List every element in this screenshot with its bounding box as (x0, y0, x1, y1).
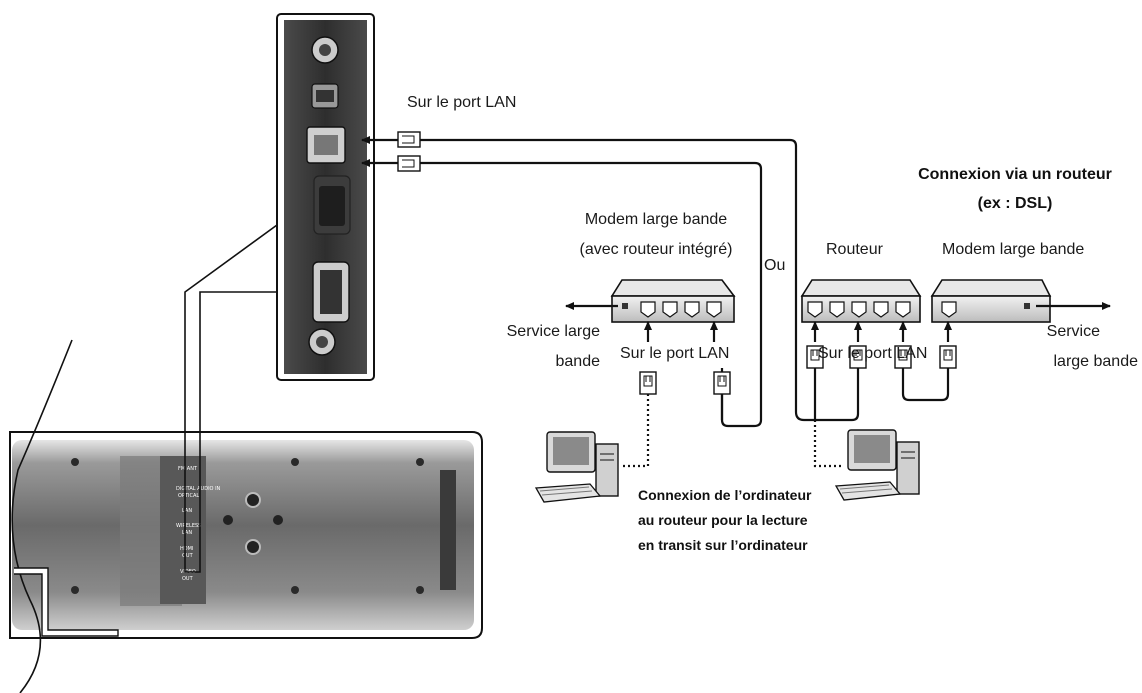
label-modem-router: Modem large bande (585, 211, 727, 228)
modem-router (565, 279, 736, 468)
label-pc-connection-3: en transit sur l’ordinateur (638, 537, 808, 553)
label-router: Routeur (826, 241, 884, 258)
label-service-left-2: bande (556, 353, 601, 370)
label-hdmi: HDMI (180, 546, 193, 552)
label-wireless: WIRELESS (176, 523, 201, 529)
router (800, 279, 922, 342)
label-pc-connection-2: au routeur pour la lecture (638, 512, 808, 528)
label-fm-ant: FM ANT (178, 466, 198, 472)
broadband-modem (930, 279, 1111, 342)
label-or: Ou (764, 257, 785, 274)
label-router-connection-example: (ex : DSL) (978, 195, 1053, 212)
label-service-right-2: large bande (1053, 353, 1138, 370)
label-router-connection-title: Connexion via un routeur (918, 166, 1112, 183)
label-optical: OPTICAL (178, 493, 199, 499)
label-video-out: OUT (182, 576, 194, 582)
label-service-right: Service (1047, 323, 1100, 340)
label-broadband-modem: Modem large bande (942, 241, 1084, 258)
label-lan-port-router: Sur le port LAN (818, 345, 927, 362)
main-device: FM ANT DIGITAL AUDIO IN OPTICAL LAN WIRE… (9, 339, 483, 693)
zoom-callout (184, 224, 278, 573)
label-wireless-lan: LAN (182, 530, 192, 536)
computer-icon-left (534, 431, 619, 503)
label-service-left: Service large (507, 323, 600, 340)
label-hdmi-out: OUT (182, 553, 194, 559)
lan-cables (361, 131, 817, 428)
label-digital-audio-in: DIGITAL AUDIO IN (176, 486, 221, 492)
connector-panel (276, 13, 375, 381)
label-lan: LAN (182, 508, 192, 514)
label-pc-connection-1: Connexion de l’ordinateur (638, 487, 812, 503)
label-modem-router-integrated: (avec routeur intégré) (580, 241, 733, 258)
label-lan-port-top: Sur le port LAN (407, 94, 516, 111)
router-cables (806, 345, 957, 468)
computer-icon-right (834, 429, 920, 501)
label-lan-port-modem: Sur le port LAN (620, 345, 729, 362)
